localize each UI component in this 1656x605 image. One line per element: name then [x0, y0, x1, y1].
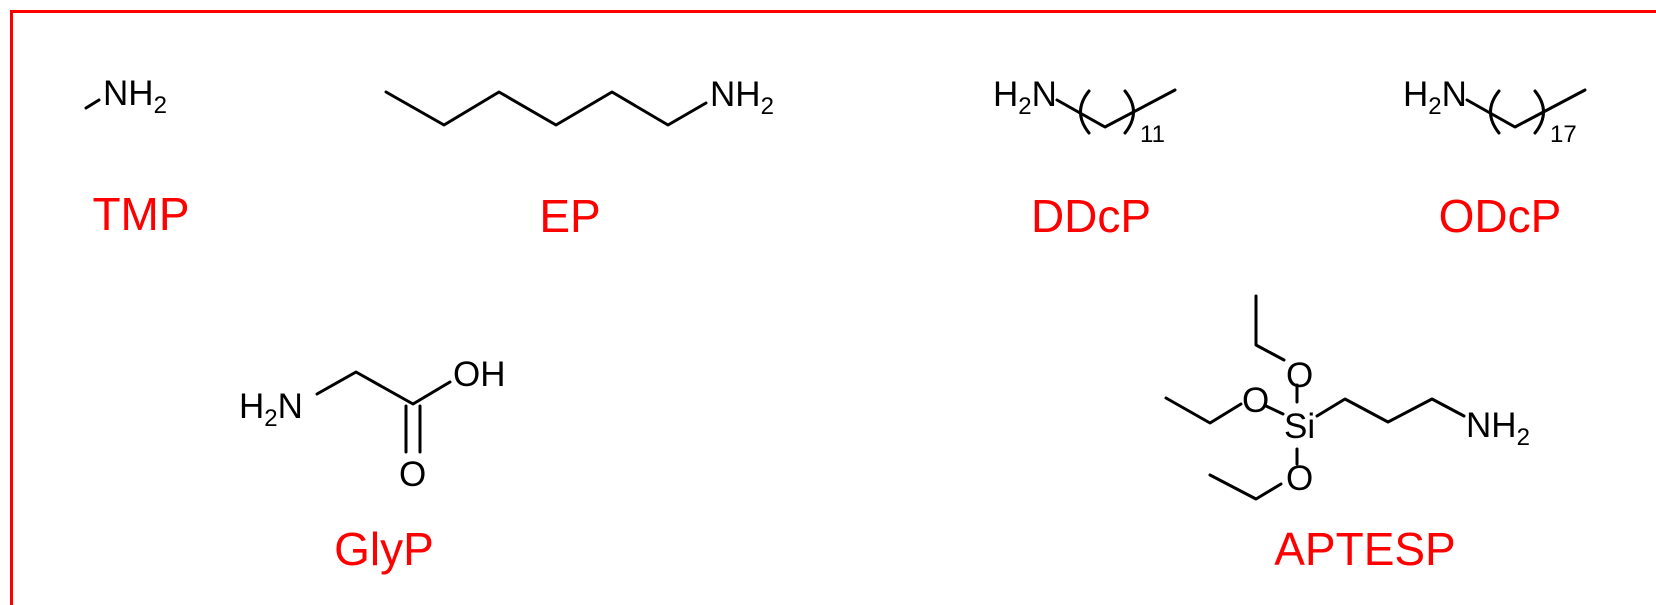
ddcp-left-bracket [1079, 89, 1091, 135]
aptesp-top-ethoxy-bonds [1254, 294, 1286, 362]
ddcp-right-bracket [1123, 89, 1135, 135]
odcp-label: ODcP [1439, 190, 1562, 242]
glyp-hydroxyl-group: OH [453, 355, 506, 394]
aptesp-bottom-oxygen: O [1286, 459, 1313, 498]
ddcp-amine-group: H2N [993, 75, 1057, 120]
odcp-chain-bonds [1465, 88, 1587, 129]
aptesp-amine-group: NH2 [1466, 406, 1530, 451]
aptesp-silicon: Si [1284, 407, 1315, 446]
odcp-left-bracket [1489, 89, 1501, 135]
molecule-ddcp: H2N 11 DDcP [993, 75, 1177, 242]
ep-chain-bonds [384, 90, 708, 127]
ep-label: EP [539, 190, 600, 242]
aptesp-left-ethoxy-bonds [1164, 396, 1243, 425]
tmp-bonds [84, 98, 101, 110]
molecule-ep: NH2 EP [384, 75, 774, 242]
glyp-label: GlyP [334, 523, 434, 575]
molecule-glyp: H2N OH O GlyP [239, 355, 506, 575]
figure-frame [10, 10, 1656, 605]
aptesp-left-oxygen: O [1242, 381, 1269, 420]
molecule-aptesp: O O Si O NH2 APTESP [1164, 294, 1530, 575]
aptesp-propyl-chain-bonds [1315, 397, 1466, 424]
aptesp-si-o-bonds [1264, 383, 1299, 466]
molecule-tmp: NH2 TMP [84, 74, 190, 240]
glyp-carbonyl-double-bond [404, 404, 422, 454]
glyp-amine-group: H2N [239, 387, 303, 432]
ddcp-label: DDcP [1031, 190, 1151, 242]
odcp-repeat-count: 17 [1550, 121, 1577, 148]
aptesp-bottom-ethoxy-bonds [1208, 473, 1283, 501]
glyp-backbone-bonds [315, 370, 452, 406]
odcp-amine-group: H2N [1403, 75, 1467, 120]
molecule-odcp: H2N 17 ODcP [1403, 75, 1587, 242]
ddcp-repeat-count: 11 [1140, 121, 1165, 148]
glyp-carbonyl-oxygen: O [399, 455, 426, 494]
odcp-right-bracket [1533, 89, 1545, 135]
tmp-label: TMP [92, 188, 189, 240]
aptesp-label: APTESP [1274, 523, 1456, 575]
ddcp-chain-bonds [1055, 88, 1177, 129]
ep-amine-group: NH2 [710, 75, 774, 120]
tmp-amine-group: NH2 [103, 74, 167, 119]
aptesp-top-oxygen: O [1286, 356, 1313, 395]
